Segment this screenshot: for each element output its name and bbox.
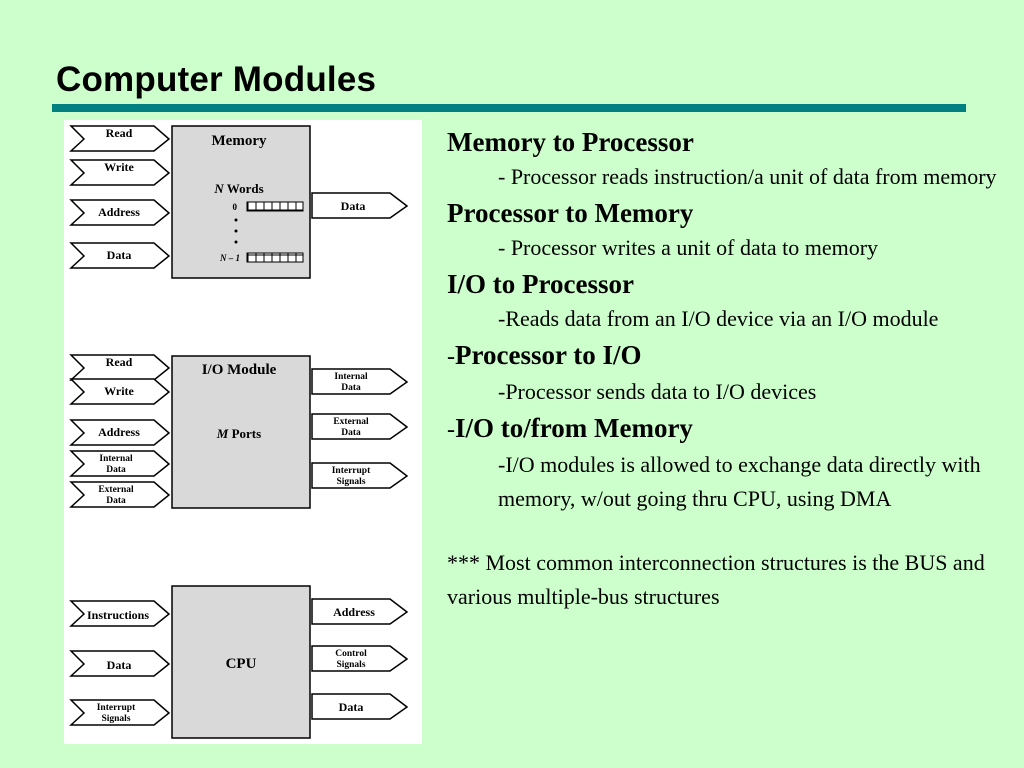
io-output-arrow [311,413,409,440]
cpu-box [171,585,311,739]
io-input-arrow [69,481,171,508]
memory-title: Memory [212,133,267,149]
cpu-output-arrow [311,645,409,672]
section-heading: -I/O to/from Memory [447,413,693,443]
io-module: I/O Module M Ports Read Write Address In… [69,354,409,509]
memory-ellipsis-dot [234,229,238,233]
memory-ellipsis-dot [234,218,238,222]
io-input-address: Address [98,425,140,439]
cpu-input-data: Data [107,658,132,672]
memory-input-data: Data [107,248,132,262]
section-heading: Processor to Memory [447,198,694,228]
memory-word-last [246,252,304,263]
cpu-output-address: Address [333,605,375,619]
io-ports-label: M Ports [216,426,261,441]
cpu-output-arrow [311,598,409,625]
section-heading: -Processor to I/O [447,340,642,370]
section-detail: -I/O modules is allowed to exchange data… [498,452,981,511]
io-input-write: Write [104,384,134,398]
memory-module: Memory N Words 0 N – 1 Read Write Addres… [69,125,409,279]
io-module-box [171,355,311,509]
cpu-input-arrow [69,600,171,627]
io-input-arrow [69,419,171,446]
memory-input-arrow [69,125,171,152]
memory-word-first [246,201,304,212]
modules-diagram-svg: Memory N Words 0 N – 1 Read Write Addres… [69,125,409,739]
io-output-arrow [311,368,409,395]
memory-index-last: N – 1 [219,253,240,263]
section-heading: Memory to Processor [447,127,694,157]
section-detail: -Reads data from an I/O device via an I/… [498,306,939,331]
memory-input-address: Address [98,205,140,219]
io-module-title: I/O Module [202,362,277,378]
memory-input-read: Read [106,126,133,140]
cpu-output-arrow [311,693,409,720]
memory-output-data: Data [341,199,366,213]
memory-input-arrow [69,199,171,226]
cpu-input-arrow [69,699,171,726]
note-text: Most common interconnection structures i… [447,550,985,609]
memory-ellipsis-dot [234,240,238,244]
io-output-arrow [311,462,409,489]
bus-note: *** Most common interconnection structur… [447,546,1007,614]
memory-output-arrow [311,192,409,219]
memory-index-first: 0 [233,202,238,212]
memory-input-arrow [69,159,171,186]
cpu-title: CPU [226,656,257,672]
memory-words-label: N Words [213,181,263,196]
title-underline [52,104,966,112]
io-input-arrow [69,450,171,477]
cpu-input-arrow [69,650,171,677]
section-heading: I/O to Processor [447,269,634,299]
io-input-arrow [69,378,171,405]
memory-input-arrow [69,242,171,269]
io-input-read: Read [106,355,133,369]
slide-body: Memory to Processor - Processor reads in… [447,124,1007,636]
memory-input-write: Write [104,160,134,174]
computer-modules-diagram: Memory N Words 0 N – 1 Read Write Addres… [64,120,422,744]
section-detail: - Processor writes a unit of data to mem… [498,235,879,260]
note-stars: *** [447,550,480,575]
cpu-input-instructions: Instructions [87,608,149,622]
cpu-output-data: Data [339,700,364,714]
section-detail: - Processor reads instruction/a unit of … [498,164,997,189]
section-detail: -Processor sends data to I/O devices [498,379,817,404]
slide-title: Computer Modules [56,60,377,99]
